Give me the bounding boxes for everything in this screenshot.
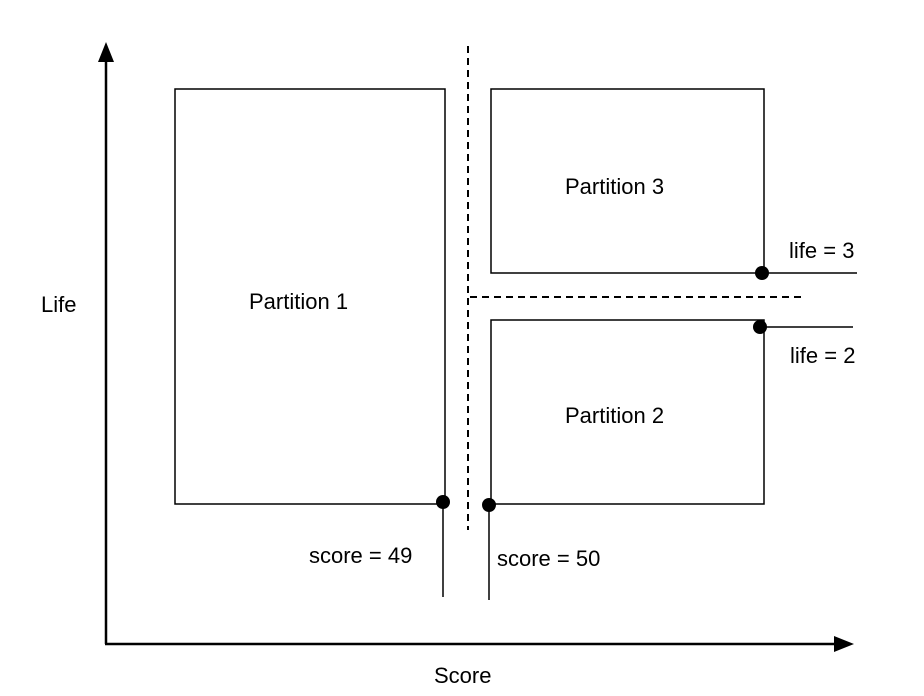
score-49-marker <box>436 495 450 597</box>
score-49-label: score = 49 <box>309 543 412 568</box>
score-50-marker <box>482 498 496 600</box>
partition-2-label: Partition 2 <box>565 403 664 428</box>
life-2-label: life = 2 <box>790 343 855 368</box>
life-2-dot <box>753 320 767 334</box>
score-50-label: score = 50 <box>497 546 600 571</box>
partition-1-box <box>174 88 446 505</box>
score-50-dot <box>482 498 496 512</box>
partition-3-box <box>490 88 765 274</box>
partition-3-label: Partition 3 <box>565 174 664 199</box>
axes <box>98 42 854 652</box>
partition-2-box <box>490 319 765 505</box>
partition-1-label: Partition 1 <box>249 289 348 314</box>
life-2-marker <box>753 320 853 334</box>
y-axis-label: Life <box>41 292 76 317</box>
x-axis-arrowhead <box>834 636 854 652</box>
life-3-dot <box>755 266 769 280</box>
y-axis-arrowhead <box>98 42 114 62</box>
score-49-dot <box>436 495 450 509</box>
x-axis-label: Score <box>434 663 491 688</box>
life-3-label: life = 3 <box>789 238 854 263</box>
life-3-marker <box>755 266 857 280</box>
